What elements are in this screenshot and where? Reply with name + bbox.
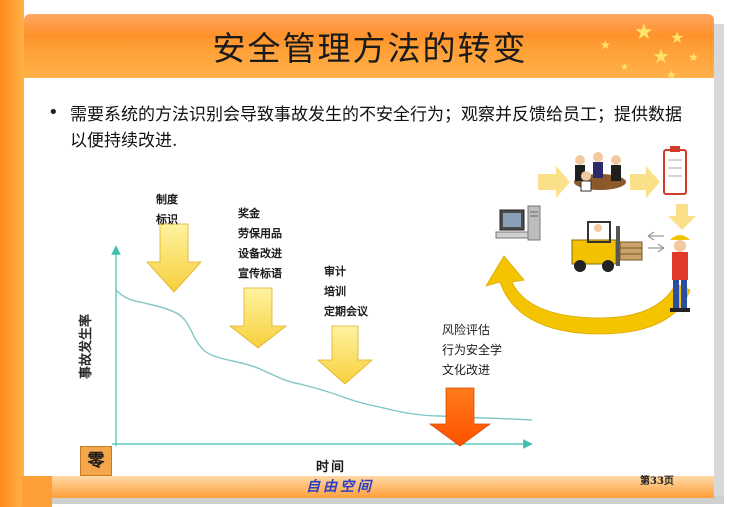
zero-marker: 零 [80, 446, 112, 476]
stage-arrow-3 [316, 325, 374, 385]
bullet-marker: • [48, 102, 59, 123]
slide-shadow-bottom [30, 496, 724, 504]
bullet-text: 需要系统的方法识别会导致事故发生的不安全行为；观察并反馈给员工；提供数据以便持续… [70, 105, 682, 151]
stage-label-line: 奖金 [238, 207, 260, 220]
flow-arrow-icon [630, 166, 660, 198]
title-banner-shine [24, 14, 714, 36]
flow-arrow-icon [668, 204, 696, 230]
stage-label-line: 定期会议 [324, 305, 368, 318]
stage-label-line: 培训 [324, 285, 346, 298]
slide-title: 安全管理方法的转变 [212, 29, 528, 68]
star-icon: ★ [688, 50, 699, 64]
stage-arrow-1 [146, 223, 202, 293]
page-number: 第33页 [640, 476, 674, 487]
footer-logo: 自由空间 [306, 479, 374, 495]
stage-arrow-2 [228, 287, 288, 349]
clipboard-icon [663, 146, 687, 195]
stage-label-line: 审计 [324, 265, 346, 278]
footer-corner [22, 476, 52, 507]
slide-left-frame [0, 0, 24, 507]
computer-icon [495, 205, 541, 241]
star-icon: ★ [670, 28, 685, 47]
incident-rate-curve [115, 289, 533, 421]
stage-label-line: 制度 [156, 193, 178, 206]
star-icon: ★ [666, 68, 677, 82]
stage-label-line: 风险评估 [442, 323, 491, 337]
stage-label-line: 文化改进 [442, 363, 491, 377]
star-icon: ★ [600, 38, 611, 52]
stage-label-2: 奖金 劳保用品 设备改进 宣传标语 [238, 204, 282, 284]
star-icon: ★ [620, 62, 629, 73]
forklift-icon [571, 221, 643, 272]
cycle-illustration [485, 146, 696, 335]
stage-label-4: 风险评估 行为安全学 文化改进 [442, 320, 502, 380]
meeting-people-icon [574, 152, 626, 192]
footer-bar [24, 476, 714, 498]
star-icon: ★ [634, 20, 654, 45]
stage-label-line: 设备改进 [238, 247, 282, 260]
flow-arrow-icon [538, 166, 570, 198]
stage-label-line: 宣传标语 [238, 267, 282, 280]
y-axis-label-char: 事故发生率 [79, 313, 94, 379]
stage-label-1: 制度 标识 [156, 190, 178, 230]
x-axis-label: 时间 [316, 460, 347, 475]
stage-label-line: 行为安全学 [442, 343, 503, 357]
worker-icon [670, 235, 690, 312]
stage-label-line: 劳保用品 [238, 227, 282, 240]
stage-arrow-4 [428, 387, 492, 447]
flow-arrow-icon [648, 243, 665, 253]
flow-arrow-icon [647, 231, 664, 241]
stage-label-line: 标识 [156, 213, 178, 226]
star-icon: ★ [652, 44, 670, 68]
star-decoration: ★ ★ ★ ★ ★ ★ ★ [570, 18, 715, 93]
cycle-arrow-icon [485, 255, 691, 335]
slide-shadow-right [714, 24, 724, 502]
stage-label-3: 审计 培训 定期会议 [324, 262, 368, 322]
title-banner [24, 14, 714, 78]
